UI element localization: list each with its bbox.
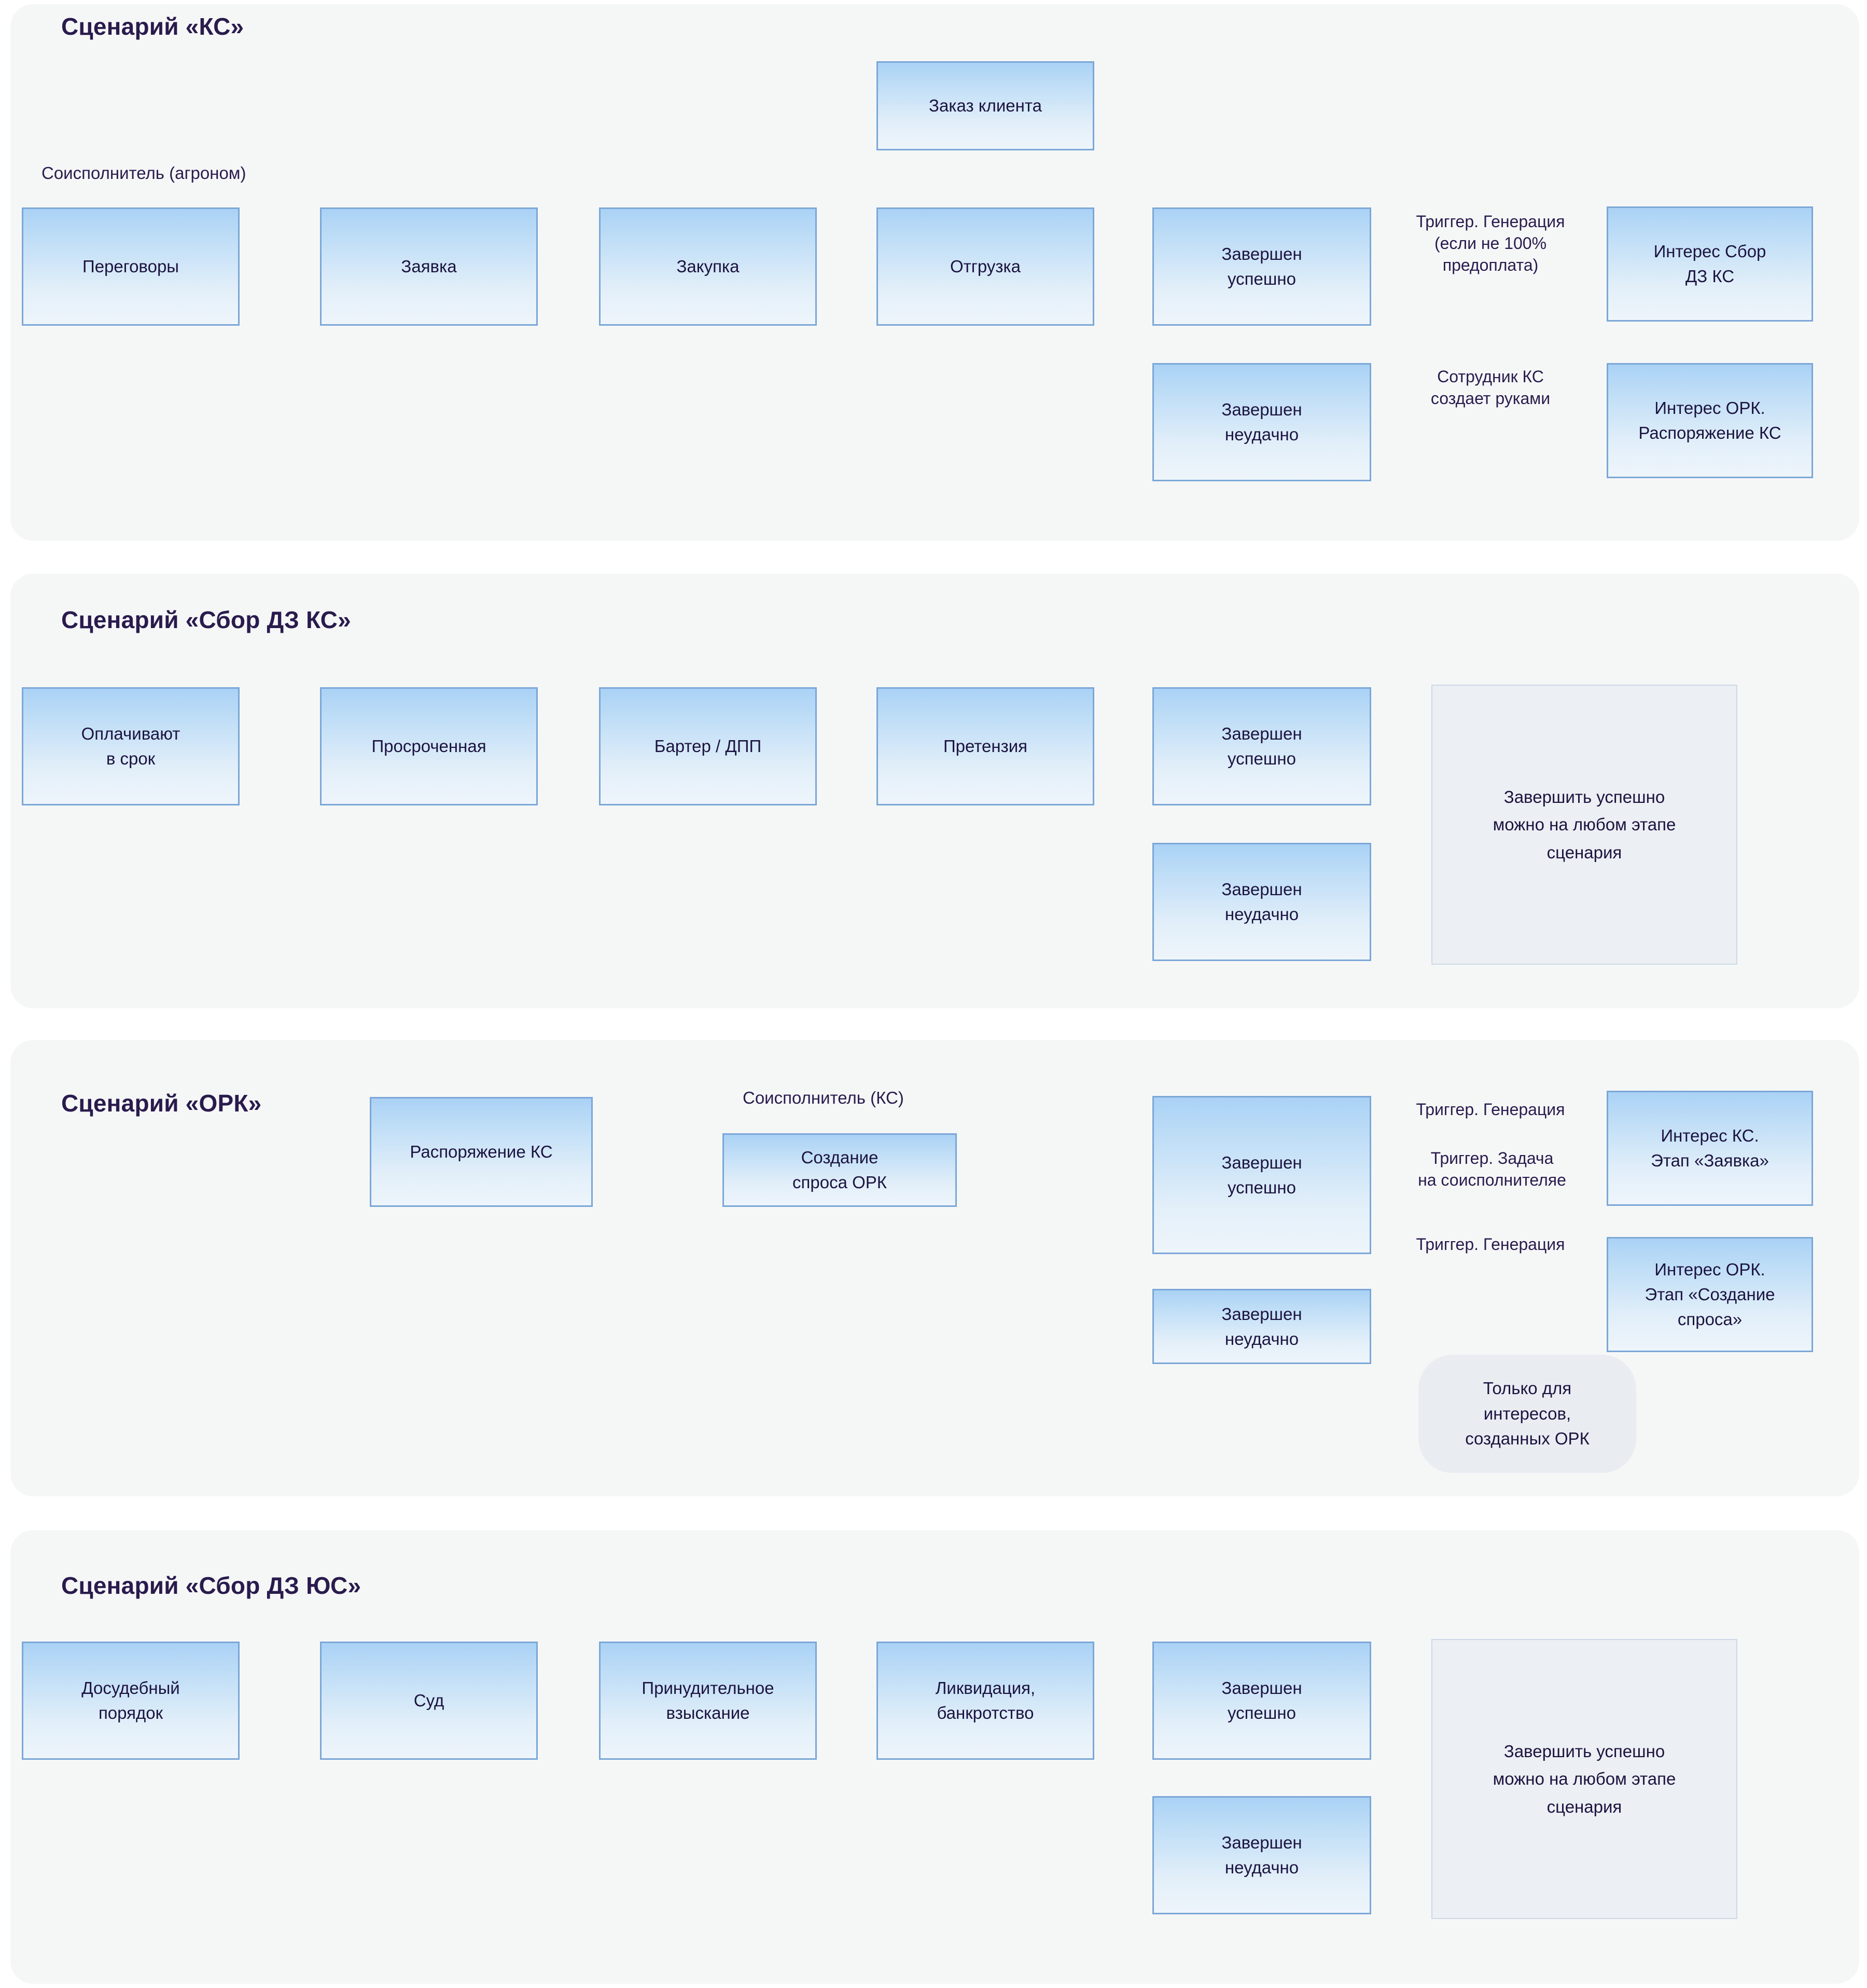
section-title-sbor-dz-ks: Сценарий «Сбор ДЗ КС»: [61, 606, 351, 633]
node-label: Бартер / ДПП: [654, 736, 762, 756]
node-label: Ликвидация,банкротство: [935, 1678, 1036, 1722]
edge-label-trigger-generation-2: Триггер. Генерация: [1416, 1235, 1565, 1254]
node-label: Интерес КС.Этап «Заявка»: [1651, 1126, 1769, 1170]
node-purchase[interactable]: Закупка: [599, 207, 817, 326]
node-label: Претензия: [943, 736, 1028, 756]
node-label: Закупка: [676, 257, 740, 276]
edge-label-trigger-generation-prepay: Триггер. Генерация(если не 100%предоплат…: [1416, 212, 1565, 275]
node-label: Просроченная: [371, 736, 486, 756]
edge-label-trigger-generation-1: Триггер. Генерация: [1416, 1100, 1565, 1119]
node-label: Отгрузка: [950, 257, 1021, 276]
node-interest-ks-stage-request[interactable]: Интерес КС.Этап «Заявка»: [1607, 1091, 1813, 1206]
node-claim[interactable]: Претензия: [876, 687, 1094, 805]
lane-label-agronom: Соисполнитель (агроном): [41, 163, 246, 183]
node-rasporyazhenie-ks[interactable]: Распоряжение КС: [370, 1097, 593, 1207]
node-barter-dpp[interactable]: Бартер / ДПП: [599, 687, 817, 805]
node-request[interactable]: Заявка: [320, 207, 538, 326]
node-liquidation-bankruptcy[interactable]: Ликвидация,банкротство: [876, 1642, 1094, 1760]
node-negotiations[interactable]: Переговоры: [22, 207, 240, 326]
section-title-ork: Сценарий «ОРК»: [61, 1090, 262, 1117]
node-label: Переговоры: [82, 257, 179, 276]
node-label: Заказ клиента: [929, 96, 1042, 116]
node-label: Заявка: [401, 257, 457, 276]
node-shipment[interactable]: Отгрузка: [876, 207, 1094, 326]
node-overdue[interactable]: Просроченная: [320, 687, 538, 805]
node-label: Суд: [413, 1691, 444, 1711]
node-order-client[interactable]: Заказ клиента: [876, 61, 1094, 150]
node-label: Интерес ОРК.Распоряжение КС: [1638, 398, 1781, 442]
lane-label-ks: Соисполнитель (КС): [743, 1088, 904, 1107]
node-label: Распоряжение КС: [410, 1142, 553, 1162]
section-title-ks: Сценарий «КС»: [61, 13, 244, 40]
node-interest-ork-rasporyazhenie[interactable]: Интерес ОРК.Распоряжение КС: [1607, 363, 1813, 478]
node-court[interactable]: Суд: [320, 1642, 538, 1760]
section-title-sbor-dz-yus: Сценарий «Сбор ДЗ ЮС»: [61, 1572, 361, 1599]
